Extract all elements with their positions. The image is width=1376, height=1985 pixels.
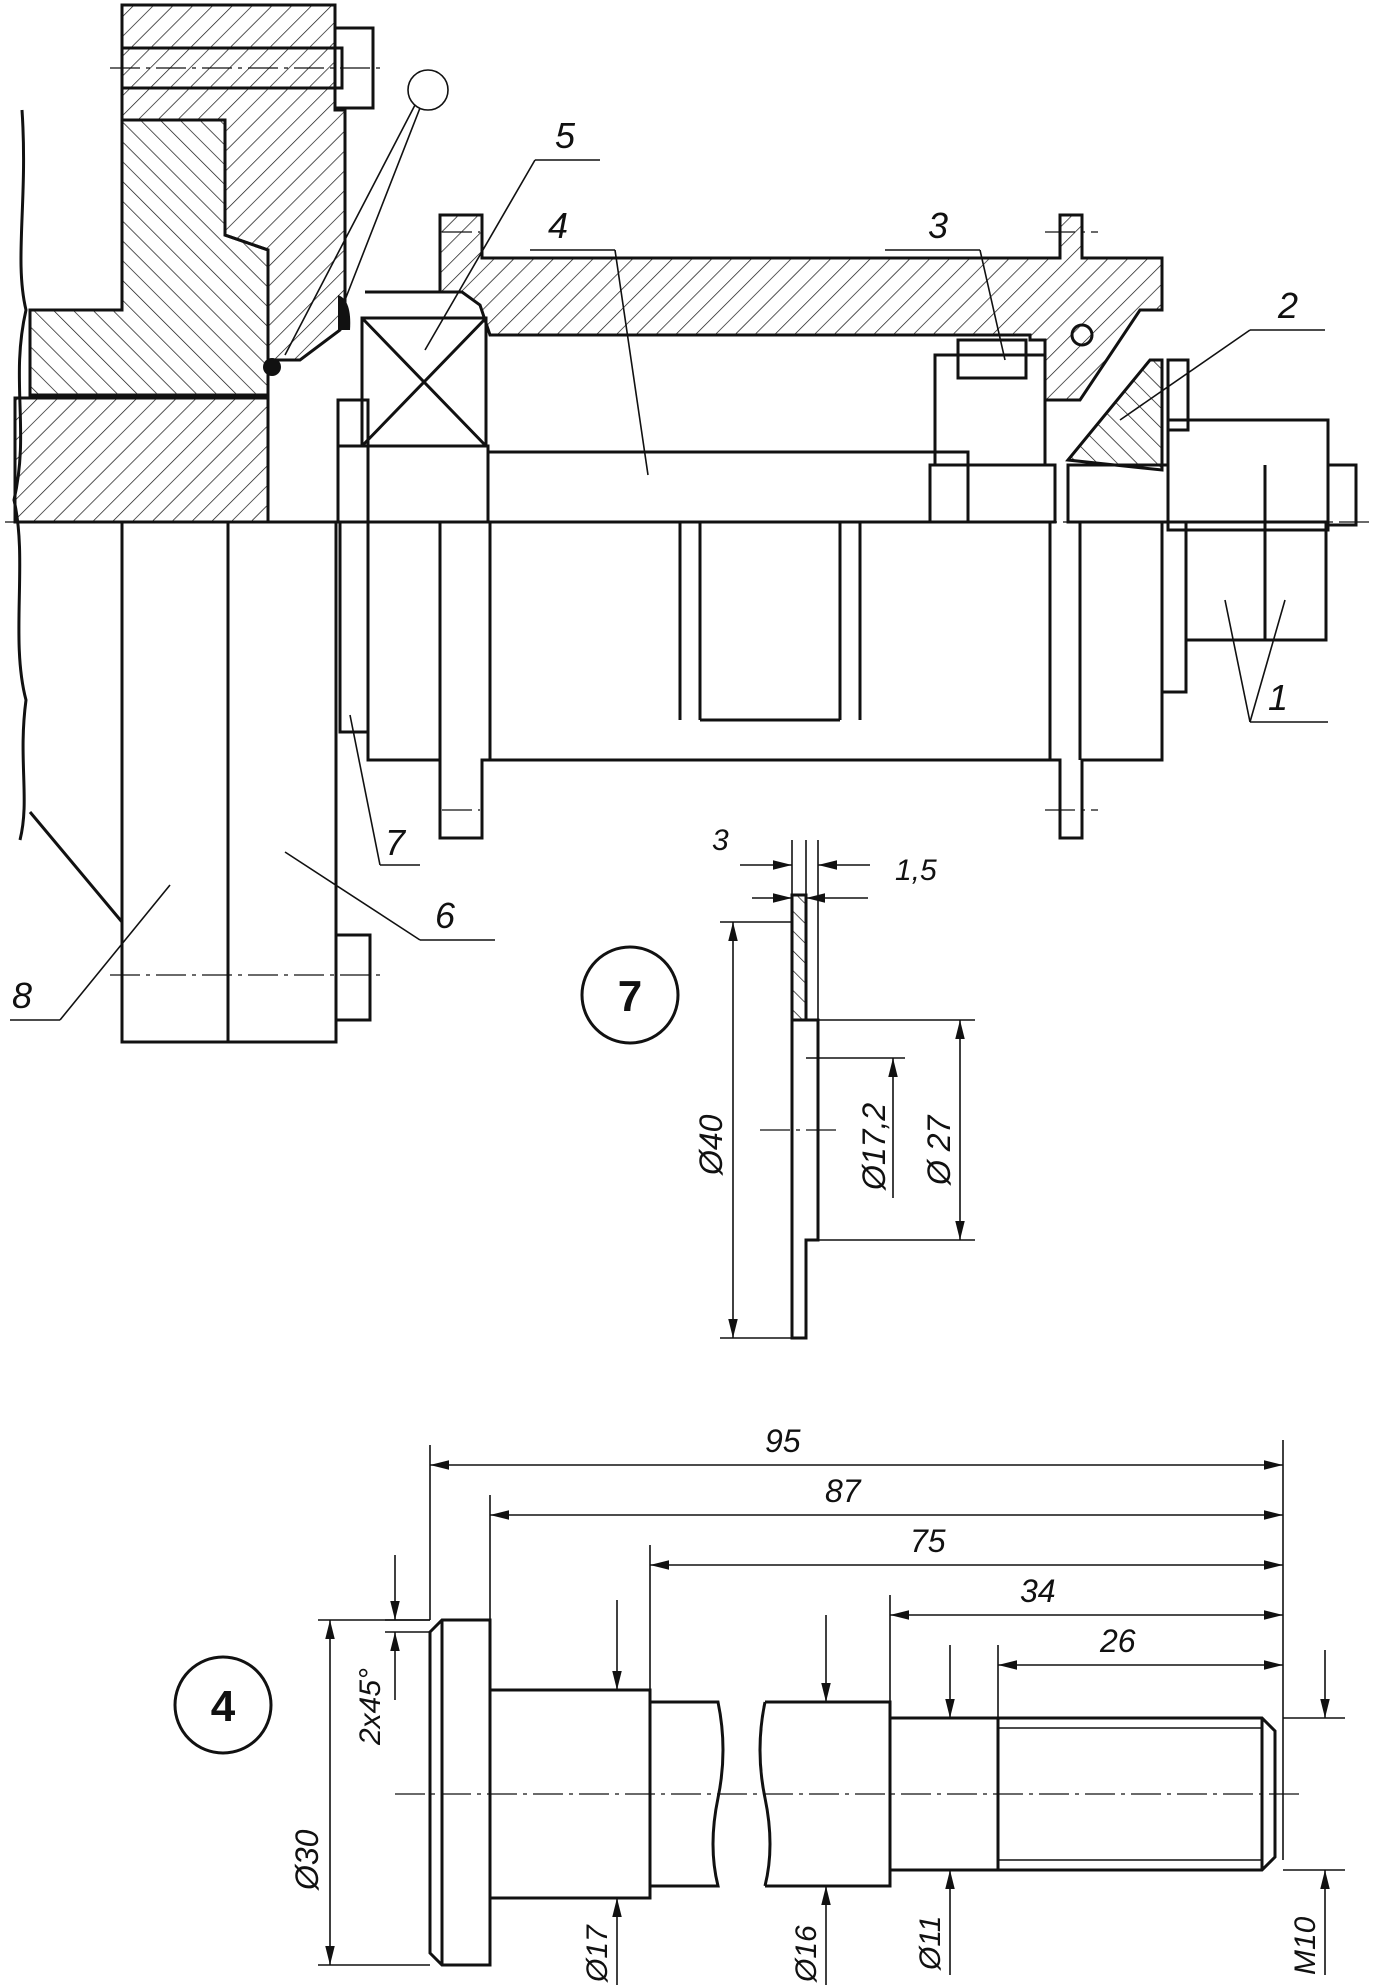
top-bolt-head (333, 26, 375, 110)
part-8-flange (120, 520, 230, 1044)
weld-symbol-circle (407, 69, 449, 111)
weld-bead (263, 358, 281, 376)
body-section (28, 118, 270, 397)
shaft-4 (486, 450, 970, 524)
housing-upper-section (365, 213, 1164, 402)
dim-thread: M10 (1289, 1916, 1322, 1975)
dim-d16: Ø16 (790, 1925, 823, 1983)
shaft-head (428, 1618, 492, 1967)
dim-length-75: 75 (910, 1523, 946, 1559)
position-label-6: 6 (435, 895, 456, 936)
housing-lower (366, 522, 1164, 840)
dim-chamfer: 2x45° (354, 1668, 387, 1746)
detail-7-washer: 7 3 1,5 Ø40 Ø17,2 Ø 27 (580, 824, 975, 1340)
dim-d17: Ø17 (581, 1924, 614, 1983)
dim-thickness: 3 (712, 824, 729, 857)
detail-7-callout: 7 (618, 972, 642, 1021)
dim-length-34: 34 (1020, 1573, 1056, 1609)
seal-2 (1065, 358, 1164, 472)
assembly-view: 1 2 3 4 5 6 7 8 (5, 3, 1372, 1044)
base-section (13, 396, 270, 524)
position-label-3: 3 (928, 205, 948, 246)
dim-step: 1,5 (895, 854, 937, 887)
position-label-8: 8 (12, 975, 32, 1016)
dim-head-diameter: Ø30 (289, 1829, 325, 1891)
dim-outer-diameter: Ø40 (693, 1114, 729, 1176)
dim-d11: Ø11 (914, 1916, 947, 1971)
detail-7-callout-circle (580, 945, 680, 1045)
dim-bore-diameter: Ø17,2 (856, 1103, 892, 1191)
position-label-2: 2 (1277, 285, 1298, 326)
position-label-1: 1 (1268, 677, 1288, 718)
part-7-washer (338, 520, 370, 734)
break-mark (758, 1701, 772, 1887)
part-6-plate (226, 520, 338, 1044)
bottom-bolt-head (334, 933, 372, 1022)
position-label-7: 7 (385, 822, 407, 863)
dim-total-length: 95 (765, 1423, 801, 1459)
dim-thread-length: 26 (1099, 1623, 1136, 1659)
bushing-3 (933, 353, 1047, 467)
dim-hub-diameter: Ø 27 (921, 1114, 957, 1186)
detail-4-callout-circle (173, 1655, 273, 1755)
shaft-collar (336, 444, 490, 524)
position-label-4: 4 (548, 205, 568, 246)
position-label-5: 5 (555, 115, 576, 156)
dim-length-87: 87 (825, 1473, 862, 1509)
nut-1 (1166, 418, 1330, 532)
detail-4-callout: 4 (211, 1682, 236, 1731)
detail-4-shaft: 4 95 87 75 34 26 (173, 1423, 1345, 1985)
